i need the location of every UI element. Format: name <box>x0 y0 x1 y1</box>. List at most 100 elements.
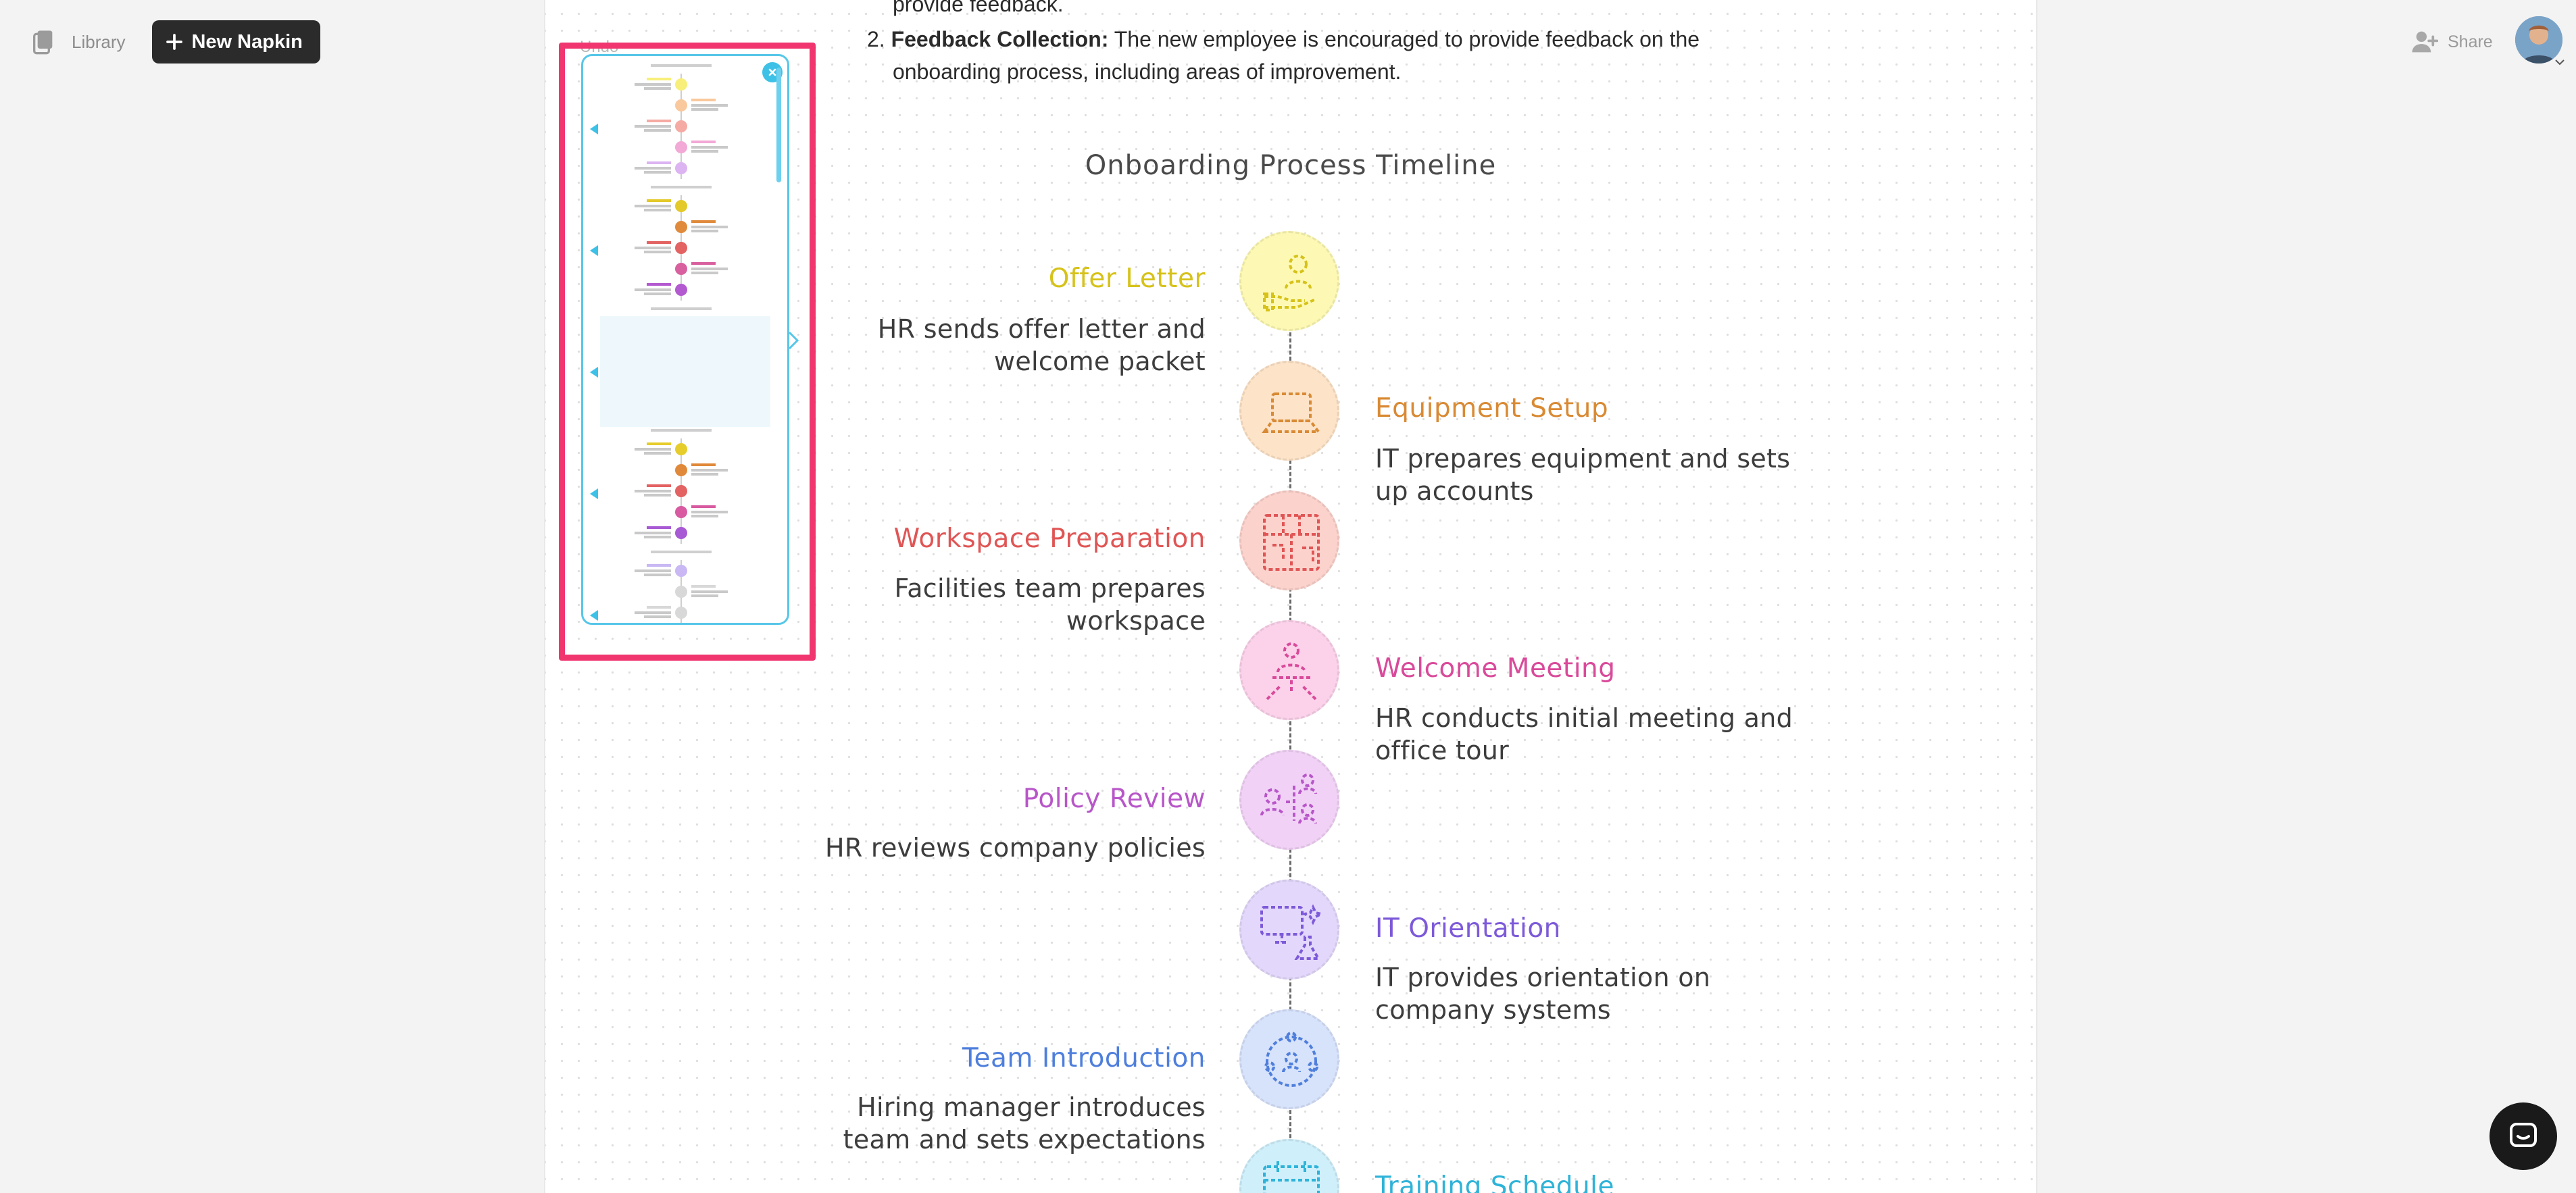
desc-line: HR reviews company policies <box>824 833 1206 863</box>
thumb-text-bar <box>691 594 718 597</box>
thumb-title-bar <box>651 551 712 553</box>
hand-person-icon <box>1263 255 1316 311</box>
step-node-welcome-meeting[interactable] <box>1239 620 1339 720</box>
thumb-text-bar <box>647 484 671 487</box>
thumb-node <box>675 485 687 497</box>
thumb-node <box>675 78 687 91</box>
library-icon <box>33 30 53 55</box>
thumb-text-bar <box>635 569 671 572</box>
step-node-equipment-setup[interactable] <box>1239 361 1339 461</box>
thumb-arrow-icon <box>590 124 598 134</box>
thumb-text-bar <box>647 241 671 244</box>
chevron-down-icon[interactable] <box>2554 58 2565 66</box>
thumb-text-bar <box>635 167 671 170</box>
team-network-icon <box>1264 1032 1318 1087</box>
thumb-arrow-icon <box>590 488 598 499</box>
thumb-text-bar <box>691 585 716 588</box>
user-avatar[interactable] <box>2515 16 2562 64</box>
thumb-text-bar <box>647 606 671 609</box>
topbar-left: Library New Napkin <box>30 19 320 65</box>
thumb-text-bar <box>691 146 728 149</box>
desc-line: up accounts <box>1375 476 1534 506</box>
thumb-text-bar <box>644 129 671 132</box>
selected-thumbnail-highlight <box>600 316 770 427</box>
doc-list-item-2: 2. Feedback Collection: The new employee… <box>867 27 1700 52</box>
thumb-node <box>675 586 687 598</box>
thumb-text-bar <box>691 141 716 143</box>
thumb-text-bar <box>644 536 671 538</box>
minimap-scrollbar[interactable] <box>776 68 781 182</box>
list-number: 2. <box>867 27 885 51</box>
step-node-policy-review[interactable] <box>1239 750 1339 850</box>
thumb-text-bar <box>691 515 718 517</box>
thumb-text-bar <box>647 78 671 80</box>
desc-line: welcome packet <box>993 347 1206 376</box>
step-desc-policy-review: HR reviews company policies <box>825 832 1206 864</box>
org-chart-icon <box>1260 773 1317 824</box>
calendar-icon <box>1263 1161 1320 1193</box>
step-node-team-introduction[interactable] <box>1239 1009 1339 1109</box>
step-title-offer-letter: Offer Letter <box>1048 263 1206 294</box>
desc-line: HR conducts initial meeting and <box>1375 703 1793 733</box>
desc-line: IT prepares equipment and sets <box>1375 444 1791 474</box>
thumb-text-bar <box>647 120 671 122</box>
close-x-glyph <box>768 68 776 76</box>
step-desc-team-introduction: Hiring manager introduces team and sets … <box>843 1091 1206 1156</box>
step-node-workspace-preparation[interactable] <box>1239 490 1339 590</box>
thumb-node <box>675 99 687 111</box>
thumb-node <box>675 607 687 619</box>
step-desc-workspace-preparation: Facilities team prepares workspace <box>895 572 1206 637</box>
thumb-text-bar <box>635 448 671 451</box>
step-title-it-orientation: IT Orientation <box>1375 913 1561 944</box>
thumb-text-bar <box>691 463 716 466</box>
step-node-offer-letter[interactable] <box>1239 231 1339 331</box>
thumb-text-bar <box>635 83 671 86</box>
library-button[interactable]: Library <box>30 19 125 65</box>
desc-line: team and sets expectations <box>843 1125 1206 1154</box>
thumb-text-bar <box>691 99 716 101</box>
minimap-thumbnail <box>590 64 728 179</box>
new-napkin-button[interactable]: New Napkin <box>152 20 320 64</box>
thumb-text-bar <box>635 611 671 614</box>
thumb-text-bar <box>691 226 728 228</box>
thumb-node <box>675 565 687 577</box>
thumb-text-bar <box>644 293 671 295</box>
thumb-arrow-icon <box>590 245 598 256</box>
desc-line: HR sends offer letter and <box>877 314 1206 344</box>
step-title-workspace-preparation: Workspace Preparation <box>893 524 1206 554</box>
annotation-highlight-box <box>559 43 816 661</box>
chat-support-button[interactable] <box>2490 1102 2557 1170</box>
thumb-text-bar <box>635 205 671 207</box>
thumb-text-bar <box>644 171 671 174</box>
thumb-title-bar <box>651 307 712 310</box>
thumb-title-bar <box>651 429 712 432</box>
thumb-text-bar <box>635 490 671 492</box>
share-button[interactable]: Share <box>2411 27 2493 57</box>
thumb-text-bar <box>644 494 671 497</box>
thumb-text-bar <box>644 615 671 618</box>
thumb-text-bar <box>644 209 671 211</box>
thumb-text-bar <box>644 251 671 253</box>
thumb-text-bar <box>635 125 671 128</box>
thumb-node <box>675 221 687 233</box>
thumb-text-bar <box>691 469 728 472</box>
chat-bubble-icon <box>2510 1123 2537 1147</box>
share-label: Share <box>2448 32 2493 51</box>
thumb-node <box>675 506 687 518</box>
thumb-text-bar <box>647 526 671 529</box>
thumb-text-bar <box>691 262 716 265</box>
meeting-people-icon <box>1266 642 1317 701</box>
step-title-equipment-setup: Equipment Setup <box>1375 393 1609 424</box>
plus-icon <box>166 34 183 50</box>
thumb-text-bar <box>635 288 671 291</box>
doc-text-line: provide feedback. <box>893 0 1064 16</box>
list-item-text: The new employee is encouraged to provid… <box>1108 27 1700 51</box>
desc-line: company systems <box>1375 995 1611 1025</box>
minimap-thumbnail <box>590 551 728 623</box>
thumb-text-bar <box>647 161 671 164</box>
thumb-text-bar <box>644 574 671 576</box>
step-title-welcome-meeting: Welcome Meeting <box>1375 653 1616 684</box>
step-node-it-orientation[interactable] <box>1239 880 1339 980</box>
desc-line: Facilities team prepares <box>894 574 1206 603</box>
thumb-text-bar <box>691 108 718 111</box>
